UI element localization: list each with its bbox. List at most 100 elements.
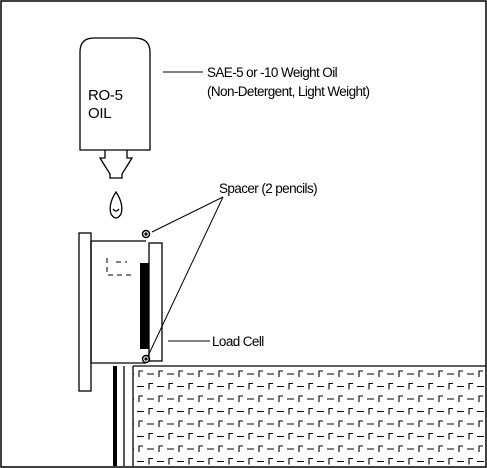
brick-mark xyxy=(268,382,284,390)
bottle-body xyxy=(79,37,151,151)
brick-mark xyxy=(198,420,214,427)
brick-mark xyxy=(238,445,254,452)
brick-mark xyxy=(288,457,304,465)
load-cell-label: Load Cell xyxy=(212,334,264,349)
brick-mark xyxy=(208,457,224,465)
brick-mark xyxy=(368,407,384,415)
brick-pattern xyxy=(133,370,484,465)
brick-mark xyxy=(478,370,483,377)
brick-mark xyxy=(478,420,483,427)
brick-mark xyxy=(178,395,194,402)
brick-mark xyxy=(408,457,424,465)
brick-mark xyxy=(268,457,284,465)
brick-mark xyxy=(208,382,224,390)
brick-mark xyxy=(448,457,464,465)
bottle-cap xyxy=(98,150,134,179)
brick-mark xyxy=(398,445,414,452)
brick-mark xyxy=(358,420,374,427)
brick-mark xyxy=(188,457,204,465)
brick-mark xyxy=(133,457,144,463)
housing xyxy=(90,240,146,364)
brick-mark xyxy=(338,420,354,427)
brick-mark xyxy=(458,420,474,427)
brick-mark xyxy=(168,432,184,440)
brick-mark xyxy=(328,407,344,415)
brick-mark xyxy=(328,432,344,440)
spacer-leader-bottom xyxy=(147,196,224,357)
oil-drop-icon xyxy=(109,190,123,219)
brick-mark xyxy=(178,445,194,452)
brick-mark xyxy=(478,395,483,402)
bottle-label-line2: OIL xyxy=(88,105,111,122)
brick-mark xyxy=(188,382,204,390)
brick-mark xyxy=(178,420,194,427)
brick-mark xyxy=(358,370,374,377)
brick-mark xyxy=(378,420,394,427)
brick-mark xyxy=(418,445,434,452)
brick-mark xyxy=(338,395,354,402)
bottle-label-line1: RO-5 xyxy=(88,87,123,104)
brick-mark xyxy=(148,382,164,390)
brick-mark xyxy=(298,420,314,427)
brick-mark xyxy=(468,457,484,465)
brick-mark xyxy=(188,407,204,415)
load-cell-plate xyxy=(148,242,163,362)
brick-mark xyxy=(448,407,464,415)
brick-mark xyxy=(278,445,294,452)
brick-mark xyxy=(278,370,294,377)
brick-mark xyxy=(318,420,334,427)
brick-mark xyxy=(298,445,314,452)
brick-wall xyxy=(132,365,486,466)
brick-mark xyxy=(208,407,224,415)
brick-mark xyxy=(168,382,184,390)
brick-mark xyxy=(438,395,454,402)
brick-mark xyxy=(318,395,334,402)
brick-mark xyxy=(178,370,194,377)
brick-mark xyxy=(368,382,384,390)
brick-mark xyxy=(138,395,154,402)
brick-mark xyxy=(418,420,434,427)
brick-mark xyxy=(133,407,144,413)
brick-mark xyxy=(398,395,414,402)
brick-mark xyxy=(148,407,164,415)
brick-mark xyxy=(408,382,424,390)
brick-mark xyxy=(218,445,234,452)
brick-mark xyxy=(448,382,464,390)
brick-mark xyxy=(238,420,254,427)
brick-mark xyxy=(348,407,364,415)
brick-mark xyxy=(388,407,404,415)
brick-mark xyxy=(458,370,474,377)
brick-mark xyxy=(288,407,304,415)
brick-mark xyxy=(358,395,374,402)
brick-mark xyxy=(188,432,204,440)
oil-label-line1: SAE-5 or -10 Weight Oil xyxy=(207,65,338,80)
brick-mark xyxy=(168,407,184,415)
brick-mark xyxy=(228,407,244,415)
brick-mark xyxy=(258,370,274,377)
brick-mark xyxy=(338,445,354,452)
brick-mark xyxy=(438,445,454,452)
brick-mark xyxy=(228,382,244,390)
brick-mark xyxy=(348,382,364,390)
brick-mark xyxy=(208,432,224,440)
brick-mark xyxy=(368,457,384,465)
brick-mark xyxy=(158,445,174,452)
brick-mark xyxy=(458,445,474,452)
brick-mark xyxy=(398,370,414,377)
brick-mark xyxy=(248,407,264,415)
brick-mark xyxy=(418,395,434,402)
brick-mark xyxy=(358,445,374,452)
brick-mark xyxy=(428,432,444,440)
brick-mark xyxy=(308,407,324,415)
brick-mark xyxy=(258,445,274,452)
brick-mark xyxy=(138,370,154,377)
brick-mark xyxy=(478,445,483,452)
oil-label-line2: (Non-Detergent, Light Weight) xyxy=(207,84,370,99)
brick-mark xyxy=(248,382,264,390)
brick-mark xyxy=(448,432,464,440)
brick-mark xyxy=(388,457,404,465)
brick-mark xyxy=(328,457,344,465)
spacer-bottom-icon xyxy=(141,354,151,364)
brick-mark xyxy=(158,395,174,402)
